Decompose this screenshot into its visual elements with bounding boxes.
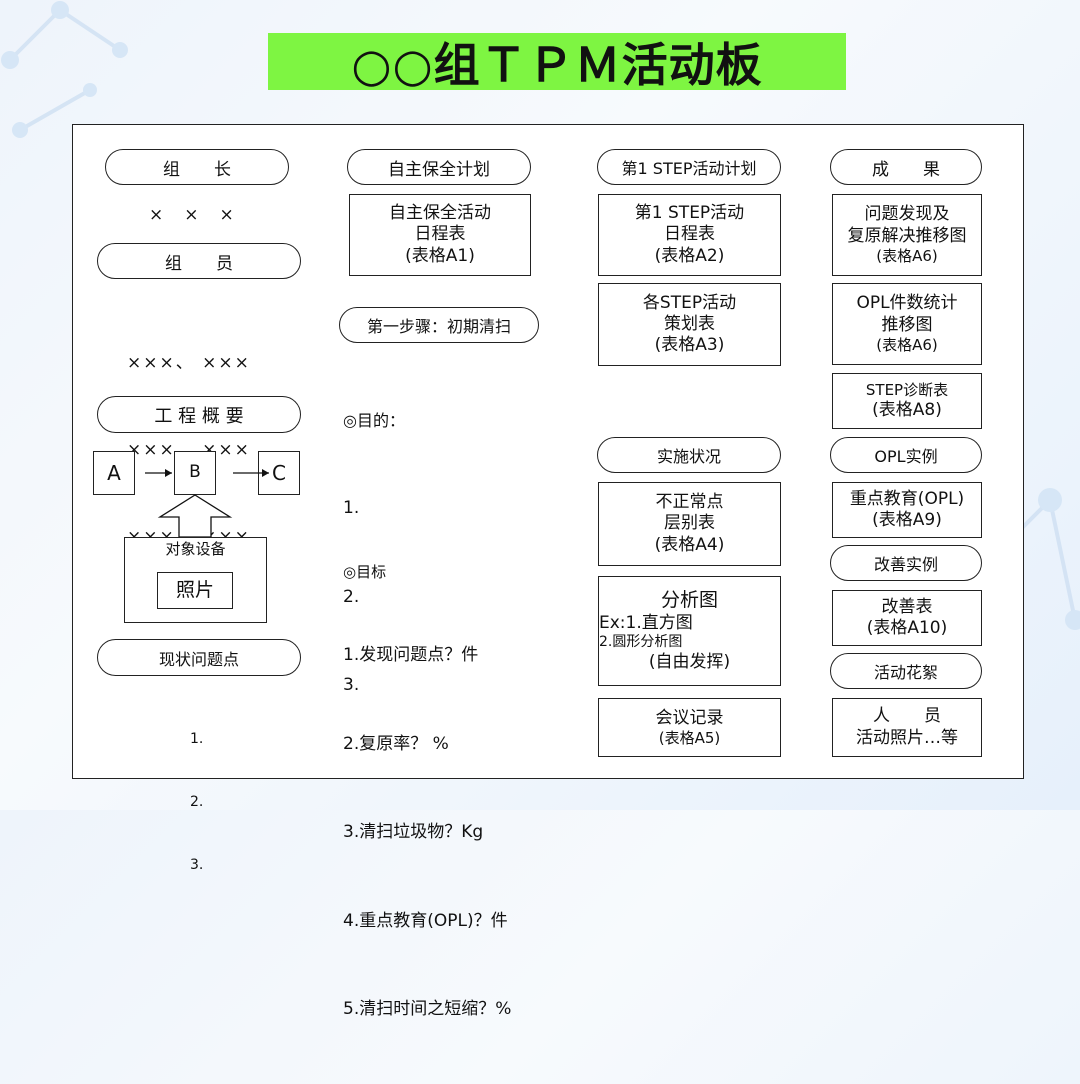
box-line: STEP诊断表 (865, 381, 949, 399)
overview-label: 工 程 概 要 (97, 396, 301, 433)
box-line: (表格A4) (654, 534, 725, 555)
schedule-box-a2: 第1 STEP活动 日程表 (表格A2) (598, 194, 781, 276)
status-label: 实施状况 (597, 437, 781, 473)
box-line: 第1 STEP活动 (634, 203, 745, 224)
box-line: (表格A3) (654, 335, 725, 356)
box-line: 问题发现及 (864, 204, 950, 225)
people-photos-box: 人 员 活动照片…等 (832, 698, 982, 757)
opl-box-a9: 重点教育(OPL) (表格A9) (832, 482, 982, 538)
activity-board: 组 长 × × × 组 员 ×××、 ××× ×××、 ××× ×××、 ×××… (72, 124, 1024, 1019)
analysis-title: 分析图 (660, 589, 718, 612)
issue-item: 1. (190, 731, 204, 747)
activity-highlights-label: 活动花絮 (830, 653, 982, 689)
goal-item: 4.重点教育(OPL)？件 (343, 910, 508, 931)
process-node-a: A (93, 451, 135, 495)
purpose-label: ◎目的： (343, 411, 405, 430)
analysis-example-1: Ex:1.直方图 (599, 612, 693, 633)
opl-example-label: OPL实例 (830, 437, 982, 473)
photo-placeholder: 照片 (157, 572, 233, 609)
issues-label: 现状问题点 (97, 639, 301, 676)
analysis-example-2: 2.圆形分析图 (599, 634, 683, 651)
box-line: (表格A1) (405, 245, 475, 266)
planning-box-a3: 各STEP活动 策划表 (表格A3) (598, 283, 781, 366)
meeting-record-box-a5: 会议记录 (表格A5) (598, 698, 781, 757)
box-line: (表格A9) (872, 510, 942, 530)
box-line: (表格A6) (876, 335, 938, 354)
improvement-box-a10: 改善表 (表格A10) (832, 590, 982, 646)
member-line: ×××、 ××× (127, 353, 251, 373)
box-line: 推移图 (881, 314, 933, 335)
box-line: (表格A8) (872, 399, 942, 420)
goal-item: 5.清扫时间之短缩？% (343, 999, 512, 1019)
box-line: 层别表 (664, 513, 715, 534)
box-line: 日程表 (664, 224, 715, 245)
schedule-box-a1: 自主保全活动 日程表 (表格A1) (349, 194, 531, 276)
box-line: 活动照片…等 (856, 727, 958, 748)
box-line: (表格A5) (658, 728, 721, 747)
box-line: (表格A10) (866, 618, 948, 638)
box-line: 重点教育(OPL) (849, 488, 965, 509)
autonomous-plan-label: 自主保全计划 (347, 149, 531, 185)
box-line: (表格A6) (876, 246, 938, 265)
analysis-box: 分析图 Ex:1.直方图 2.圆形分析图 (自由发挥) (598, 576, 781, 686)
results-box-a6-problems: 问题发现及 复原解决推移图 (表格A6) (832, 194, 982, 276)
issue-item: 3. (190, 857, 204, 873)
purpose-item: 1. (343, 498, 360, 518)
purpose-list: 1. 2. 3. (343, 435, 365, 760)
box-line: 各STEP活动 (642, 292, 737, 313)
purpose-item: 3. (343, 675, 360, 695)
box-line: 改善表 (881, 596, 933, 617)
analysis-free: (自由发挥) (648, 651, 731, 672)
box-line: (表格A2) (654, 245, 725, 266)
box-line: 不正常点 (655, 492, 724, 513)
goal-label: ◎目标 (343, 563, 387, 581)
box-line: 日程表 (414, 224, 466, 245)
abnormality-box-a4: 不正常点 层别表 (表格A4) (598, 482, 781, 566)
page-title: ○○组ＴＰＭ活动板 (268, 33, 846, 92)
purpose-item: 2. (343, 586, 360, 607)
leader-names: × × × (149, 205, 236, 225)
diagnosis-box-a8: STEP诊断表 (表格A8) (832, 373, 982, 429)
issue-item: 2. (190, 794, 204, 810)
box-line: 人 员 (873, 706, 941, 727)
box-line: 策划表 (664, 313, 715, 334)
process-node-b: B (174, 451, 216, 495)
improvement-example-label: 改善实例 (830, 545, 982, 581)
step-one-label: 第一步骤：初期清扫 (339, 307, 539, 343)
box-line: OPL件数统计 (856, 293, 958, 314)
goal-list: 1.发现问题点？件 2.复原率？ % 3.清扫垃圾物？Kg 4.重点教育(OPL… (343, 582, 511, 1084)
goal-item: 1.发现问题点？件 (343, 645, 479, 665)
issue-list: 1. 2. 3. (190, 687, 208, 918)
goal-item: 2.复原率？ % (343, 733, 449, 754)
goal-item: 3.清扫垃圾物？Kg (343, 822, 484, 842)
box-line: 自主保全活动 (389, 203, 491, 224)
step-plan-label: 第1 STEP活动计划 (597, 149, 781, 185)
results-label: 成 果 (830, 149, 982, 185)
target-equipment-label: 对象设备 (165, 540, 226, 558)
members-label: 组 员 (97, 243, 301, 279)
box-line: 会议记录 (655, 707, 724, 728)
leader-label: 组 长 (105, 149, 289, 185)
results-box-a6-opl: OPL件数统计 推移图 (表格A6) (832, 283, 982, 365)
box-line: 复原解决推移图 (847, 225, 967, 246)
